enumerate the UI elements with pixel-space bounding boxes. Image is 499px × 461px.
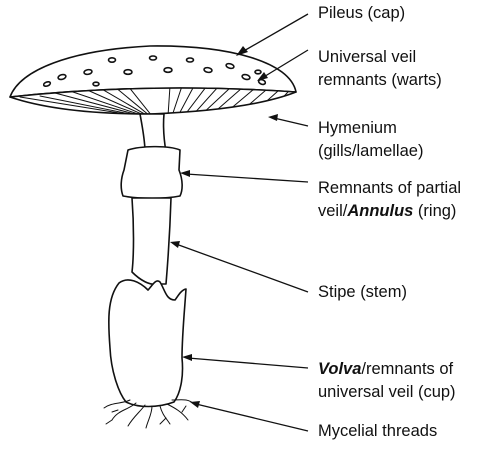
volva-cup-drawing <box>107 279 187 408</box>
annulus-term: Annulus <box>347 202 414 220</box>
arrow-hymenium <box>268 114 309 127</box>
arrow-annulus <box>180 170 309 183</box>
arrow-stipe <box>170 241 309 293</box>
arrow-pileus <box>236 13 309 56</box>
arrow-mycelial <box>190 401 309 432</box>
arrow-warts <box>257 49 309 81</box>
partial-veil-suffix: (ring) <box>413 202 457 220</box>
label-mycelial-threads: Mycelial threads <box>318 422 438 440</box>
label-universal-veil-remnants-line1: Universal veil <box>318 48 417 66</box>
label-pileus: Pileus (cap) <box>318 4 406 22</box>
arrow-volva <box>182 354 309 369</box>
label-partial-veil-line1: Remnants of partial <box>318 179 462 197</box>
mycelial-threads-drawing <box>103 399 195 429</box>
partial-veil-prefix: veil/ <box>318 202 348 220</box>
label-volva-line2: universal veil (cup) <box>318 383 456 401</box>
label-partial-veil-line2: veil/Annulus (ring) <box>318 200 456 223</box>
label-hymenium-line1: Hymenium <box>318 119 397 137</box>
annulus-ring-drawing <box>120 145 183 200</box>
volva-suffix: /remnants of <box>361 360 454 378</box>
universal-veil-warts <box>42 55 267 88</box>
lower-stipe-drawing <box>131 197 172 286</box>
volva-term: Volva <box>318 360 362 378</box>
label-volva-line1: Volva/remnants of <box>318 358 453 381</box>
label-universal-veil-remnants-line2: remnants (warts) <box>318 71 442 89</box>
label-hymenium-line2: (gills/lamellae) <box>318 142 424 160</box>
label-stipe: Stipe (stem) <box>318 283 407 301</box>
